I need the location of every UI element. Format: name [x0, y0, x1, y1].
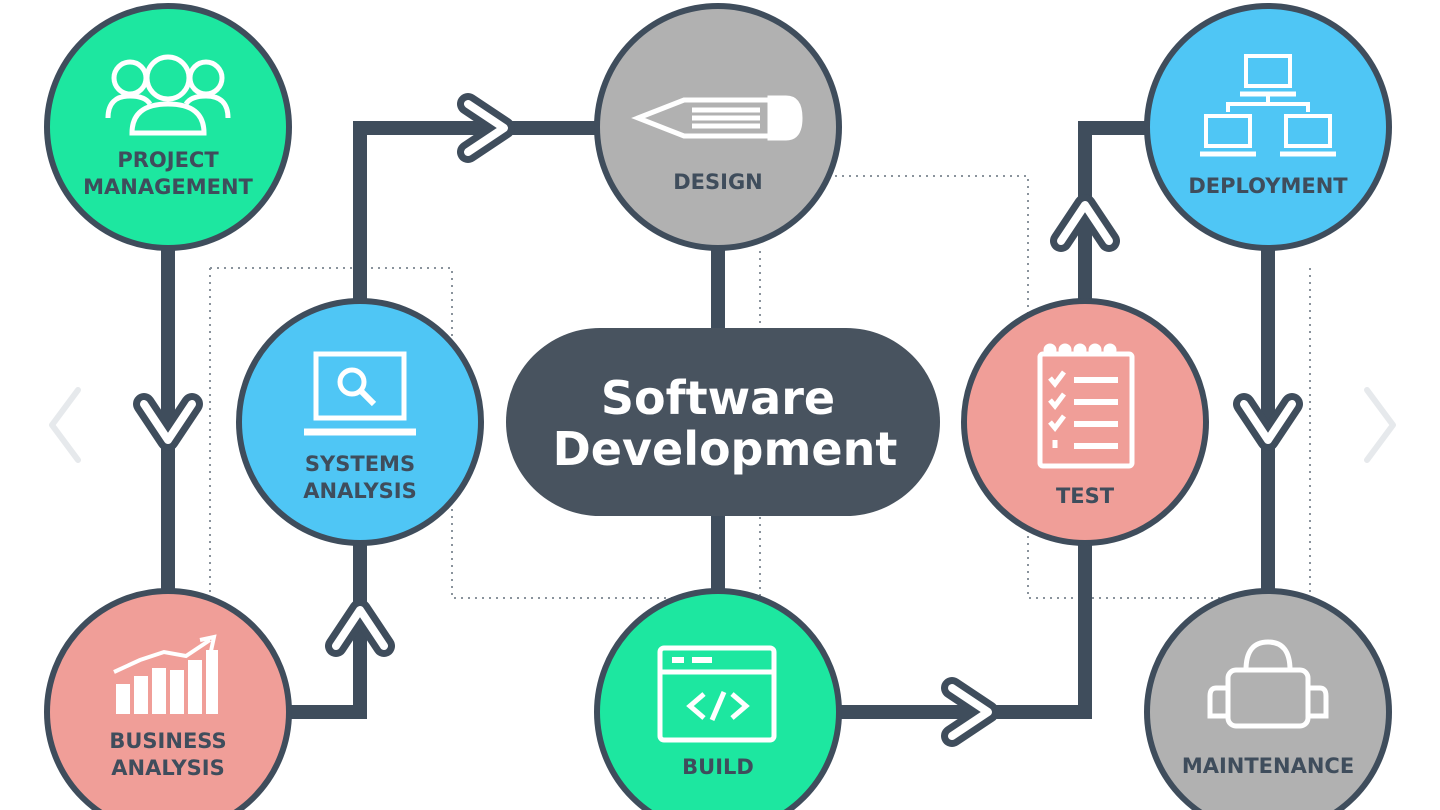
chevron-right-icon	[457, 93, 515, 163]
checklist-icon	[1037, 343, 1135, 469]
connectors	[161, 121, 1275, 719]
toolbag-icon	[1207, 639, 1329, 729]
node-label-line2: MANAGEMENT	[83, 175, 253, 199]
node-circle	[236, 298, 484, 546]
bar-chart-icon	[116, 650, 218, 714]
node-systems-analysis: SYSTEMS ANALYSIS	[236, 298, 484, 546]
chevron-up-icon	[1050, 194, 1120, 252]
node-label-line1: SYSTEMS	[305, 452, 415, 476]
dotted-frames	[209, 175, 1311, 599]
chevron-right-icon	[941, 677, 999, 747]
flow-chevrons	[133, 93, 1303, 747]
node-label-line1: BUSINESS	[109, 729, 226, 753]
connector-test-deploy	[1078, 121, 1150, 300]
node-design: DESIGN	[594, 3, 842, 251]
chevron-down-icon	[1233, 393, 1303, 451]
center-title-line1: Software	[601, 371, 835, 425]
center-node: Software Development	[506, 328, 940, 516]
node-label-line1: DESIGN	[673, 170, 763, 194]
node-label-line2: ANALYSIS	[111, 756, 224, 780]
chevron-up-icon	[325, 599, 395, 657]
node-circle	[1144, 588, 1392, 810]
connector-build-test	[838, 545, 1092, 719]
chevron-down-icon	[133, 393, 203, 451]
node-label-line1: TEST	[1056, 484, 1115, 508]
node-business-analysis: BUSINESS ANALYSIS	[44, 588, 292, 810]
node-deployment: DEPLOYMENT	[1144, 3, 1392, 251]
node-test: TEST	[961, 298, 1209, 546]
node-project-management: PROJECT MANAGEMENT	[44, 3, 292, 251]
code-window-icon	[657, 645, 777, 743]
node-circle	[1144, 3, 1392, 251]
network-icon	[1200, 54, 1336, 157]
node-label-line1: MAINTENANCE	[1182, 754, 1354, 778]
node-label-line1: BUILD	[682, 755, 754, 779]
people-icon	[105, 54, 231, 136]
connector-sa-design	[353, 121, 598, 300]
node-maintenance: MAINTENANCE	[1144, 588, 1392, 810]
node-circle	[44, 3, 292, 251]
node-label-line1: PROJECT	[117, 148, 219, 172]
node-circle	[44, 588, 292, 810]
node-build: BUILD	[594, 588, 842, 810]
center-title-line2: Development	[553, 422, 898, 476]
carousel-prev-icon[interactable]	[40, 370, 90, 480]
carousel-next-icon[interactable]	[1355, 370, 1405, 480]
magnifier-monitor-icon	[304, 351, 416, 436]
pencil-icon	[631, 95, 803, 141]
node-label-line1: DEPLOYMENT	[1188, 174, 1348, 198]
node-label-line2: ANALYSIS	[303, 479, 416, 503]
trend-arrow-icon	[113, 634, 217, 674]
center-pill	[506, 328, 940, 516]
